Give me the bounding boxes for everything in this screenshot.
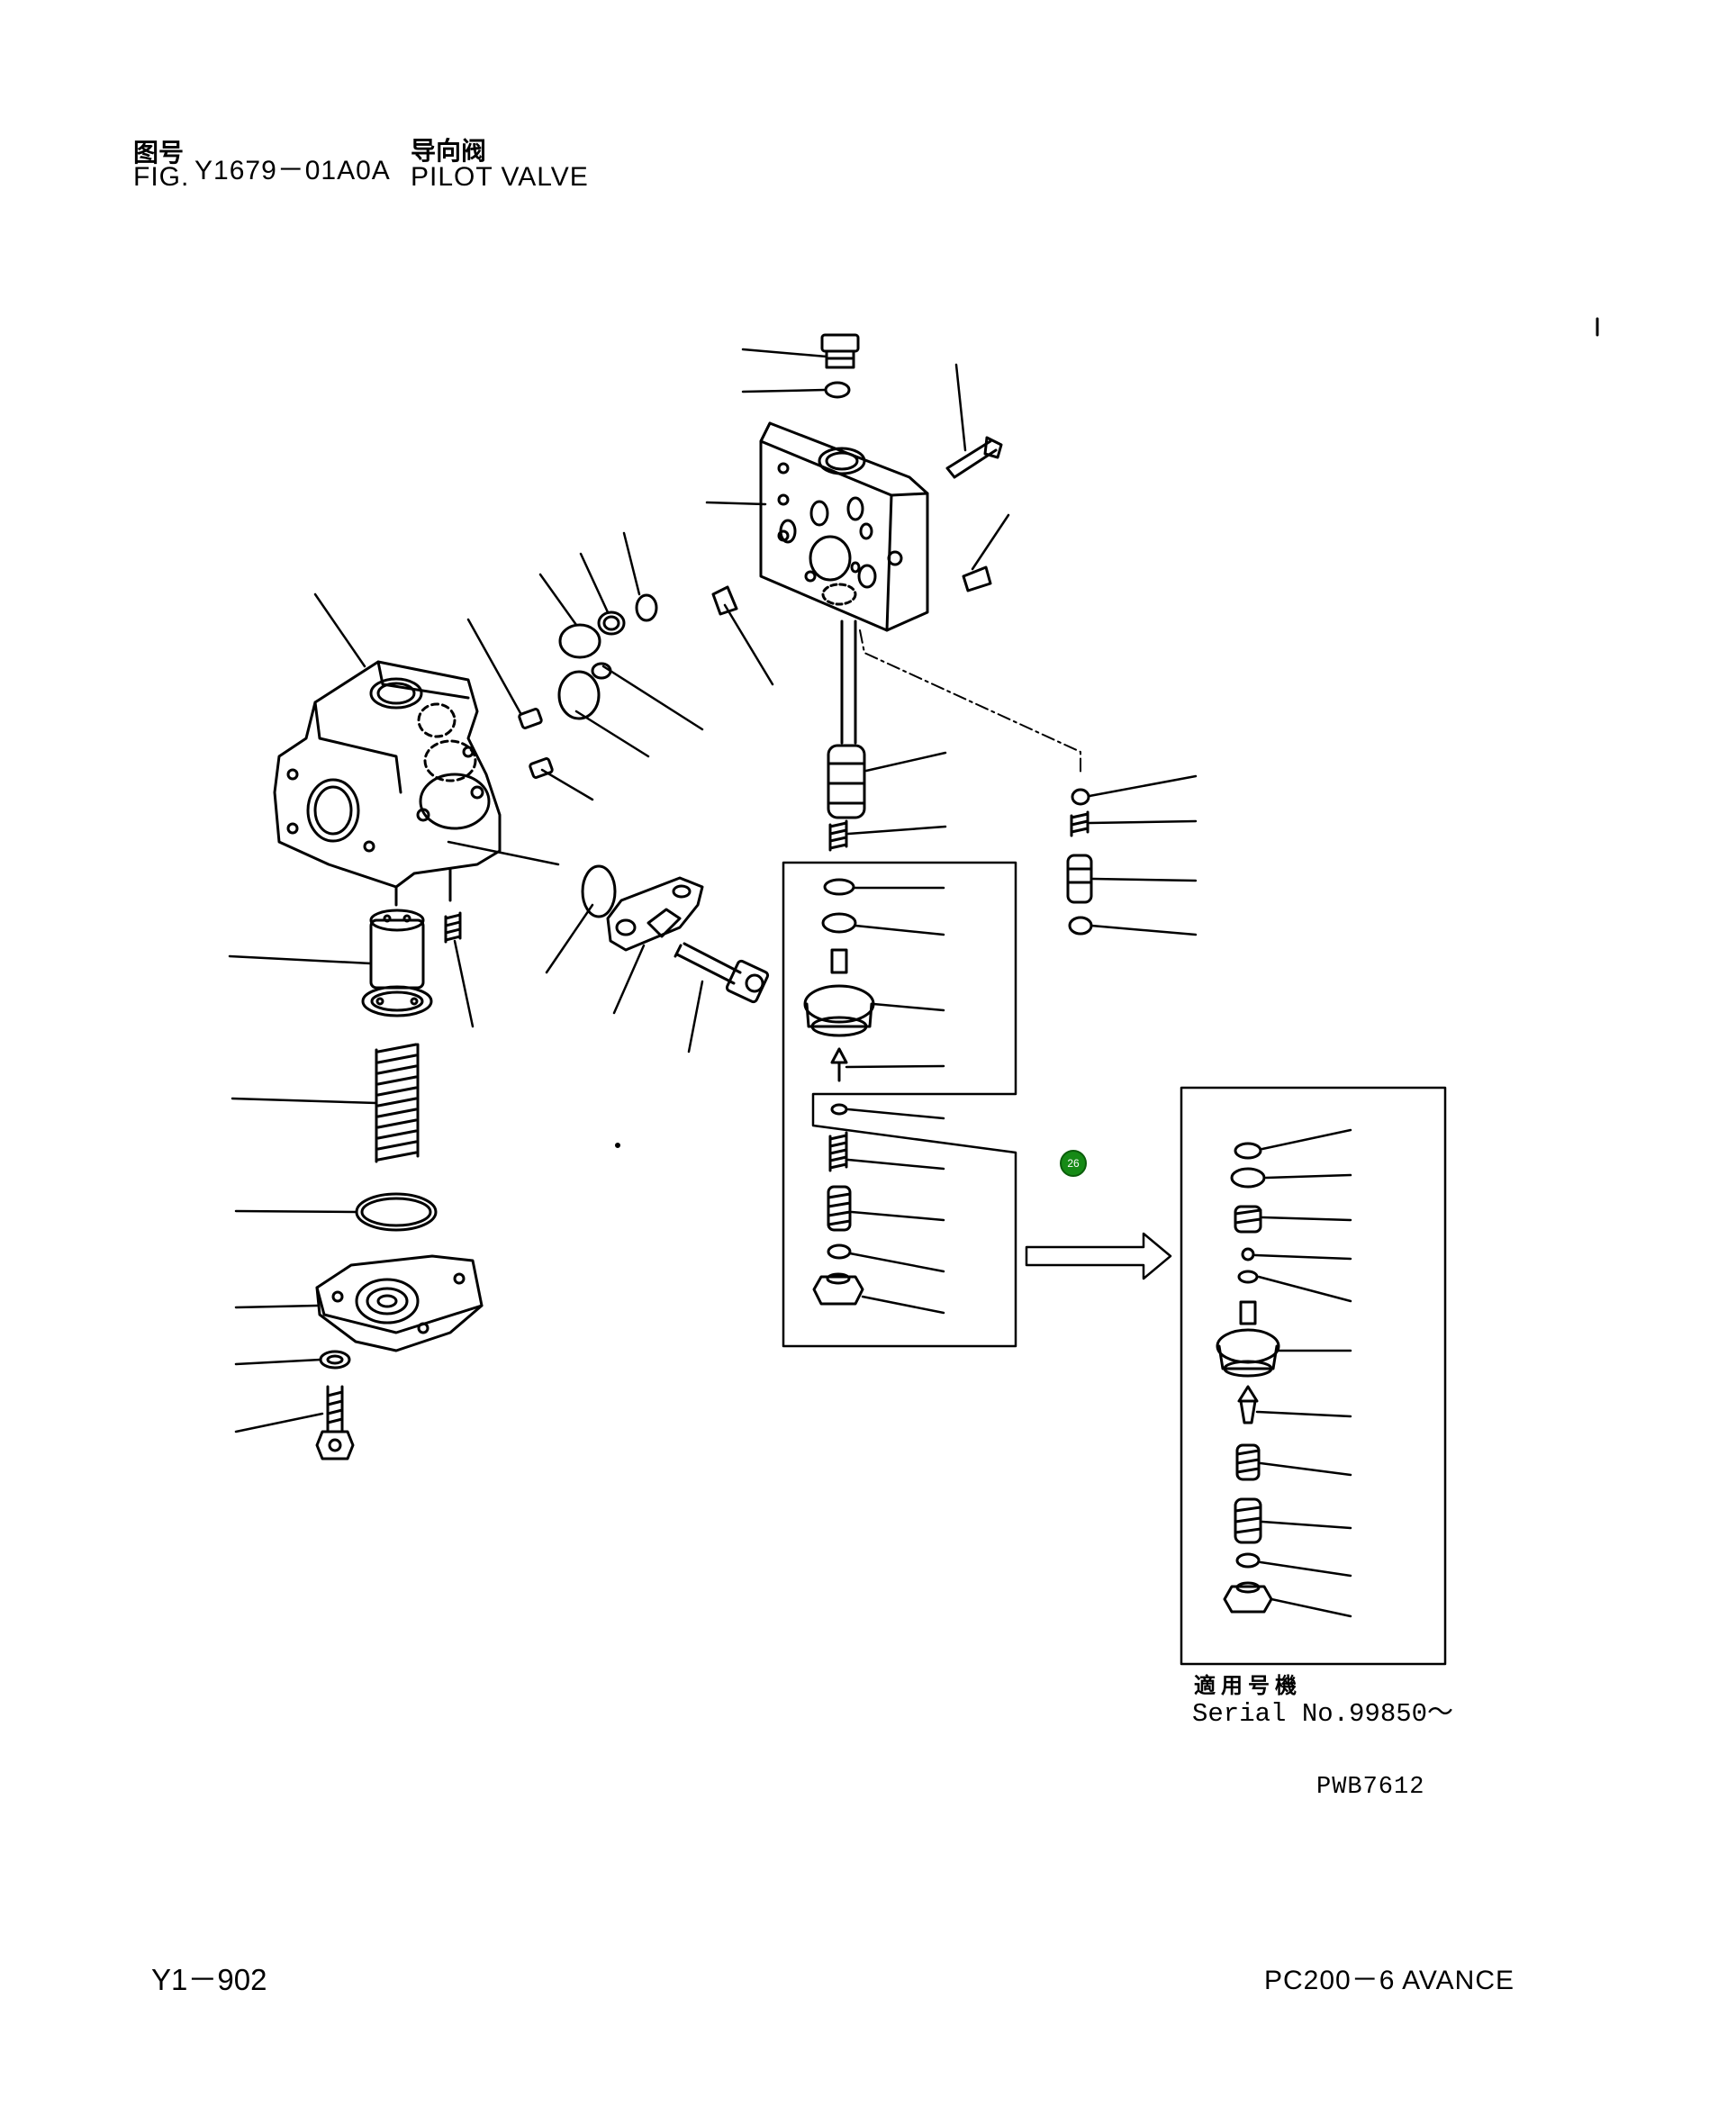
center-parts — [803, 878, 875, 1306]
callout-marker[interactable]: 26 — [1060, 1150, 1087, 1177]
bottom-plate — [315, 1254, 484, 1352]
right-small-parts — [1066, 788, 1093, 936]
fig-label-en: FIG. — [133, 162, 190, 192]
bolts-cover — [711, 436, 1003, 616]
drawing-code: PWB7612 — [1316, 1774, 1425, 1801]
pilot-valve-cover — [759, 421, 1081, 775]
leader-lines — [228, 348, 1352, 1618]
serial-number-label: Serial No.99850～ — [1192, 1699, 1454, 1729]
cap-screw — [315, 1385, 355, 1460]
page-number: Y1－902 — [151, 1963, 267, 1996]
small-spring-left — [444, 911, 462, 944]
title-en: PILOT VALVE — [411, 162, 589, 192]
piston-assembly — [361, 909, 433, 1017]
fig-label-cn: 图号 — [133, 138, 185, 167]
plug-top — [820, 333, 860, 399]
seal-rings — [557, 593, 658, 918]
washer — [319, 1350, 351, 1370]
machine-model: PC200－6 AVANCE — [1264, 1966, 1515, 1995]
body-screws — [518, 708, 554, 779]
kit-outline — [782, 861, 1017, 1348]
spool — [827, 744, 866, 819]
spring-upper-center — [828, 819, 848, 852]
inset-box — [1180, 1086, 1447, 1666]
inset-parts — [1216, 1142, 1280, 1614]
return-spring — [375, 1043, 420, 1163]
flange-and-bolt — [606, 876, 770, 1004]
arrow-to-inset — [1025, 1232, 1172, 1280]
title-cn: 导向阀 — [411, 136, 487, 166]
fig-number: Y1679－01A0A — [194, 156, 391, 185]
applicable-machine-label: 適用号機 — [1194, 1673, 1302, 1698]
pilot-valve-body — [273, 660, 502, 907]
